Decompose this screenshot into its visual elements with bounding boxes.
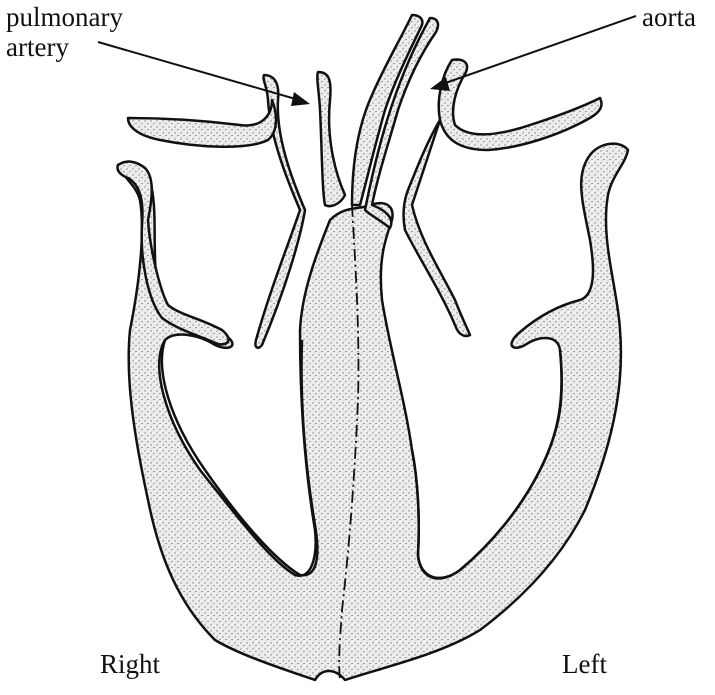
pulmonary-artery-pointer [98,42,306,102]
heart-wall [118,144,628,680]
pulmonary-artery-branch [128,100,276,147]
pulmonary-artery-arrowhead [291,92,310,106]
pulmonary-artery-label: pulmonary artery [6,2,123,62]
pulmonary-label-line1: pulmonary [6,2,123,32]
left-atrium-wall [404,120,470,336]
aorta-label: aorta [642,2,696,32]
right-side-label: Right [100,649,160,679]
aorta-wall-inner [352,15,422,205]
aorta-pointer [434,16,636,87]
aortic-arch-branch [439,60,602,151]
left-side-label: Left [562,649,607,679]
pulmonary-artery-wall-outer [255,75,305,348]
pulmonary-label-line2: artery [6,32,123,62]
pulmonary-trunk-wall [317,72,345,206]
